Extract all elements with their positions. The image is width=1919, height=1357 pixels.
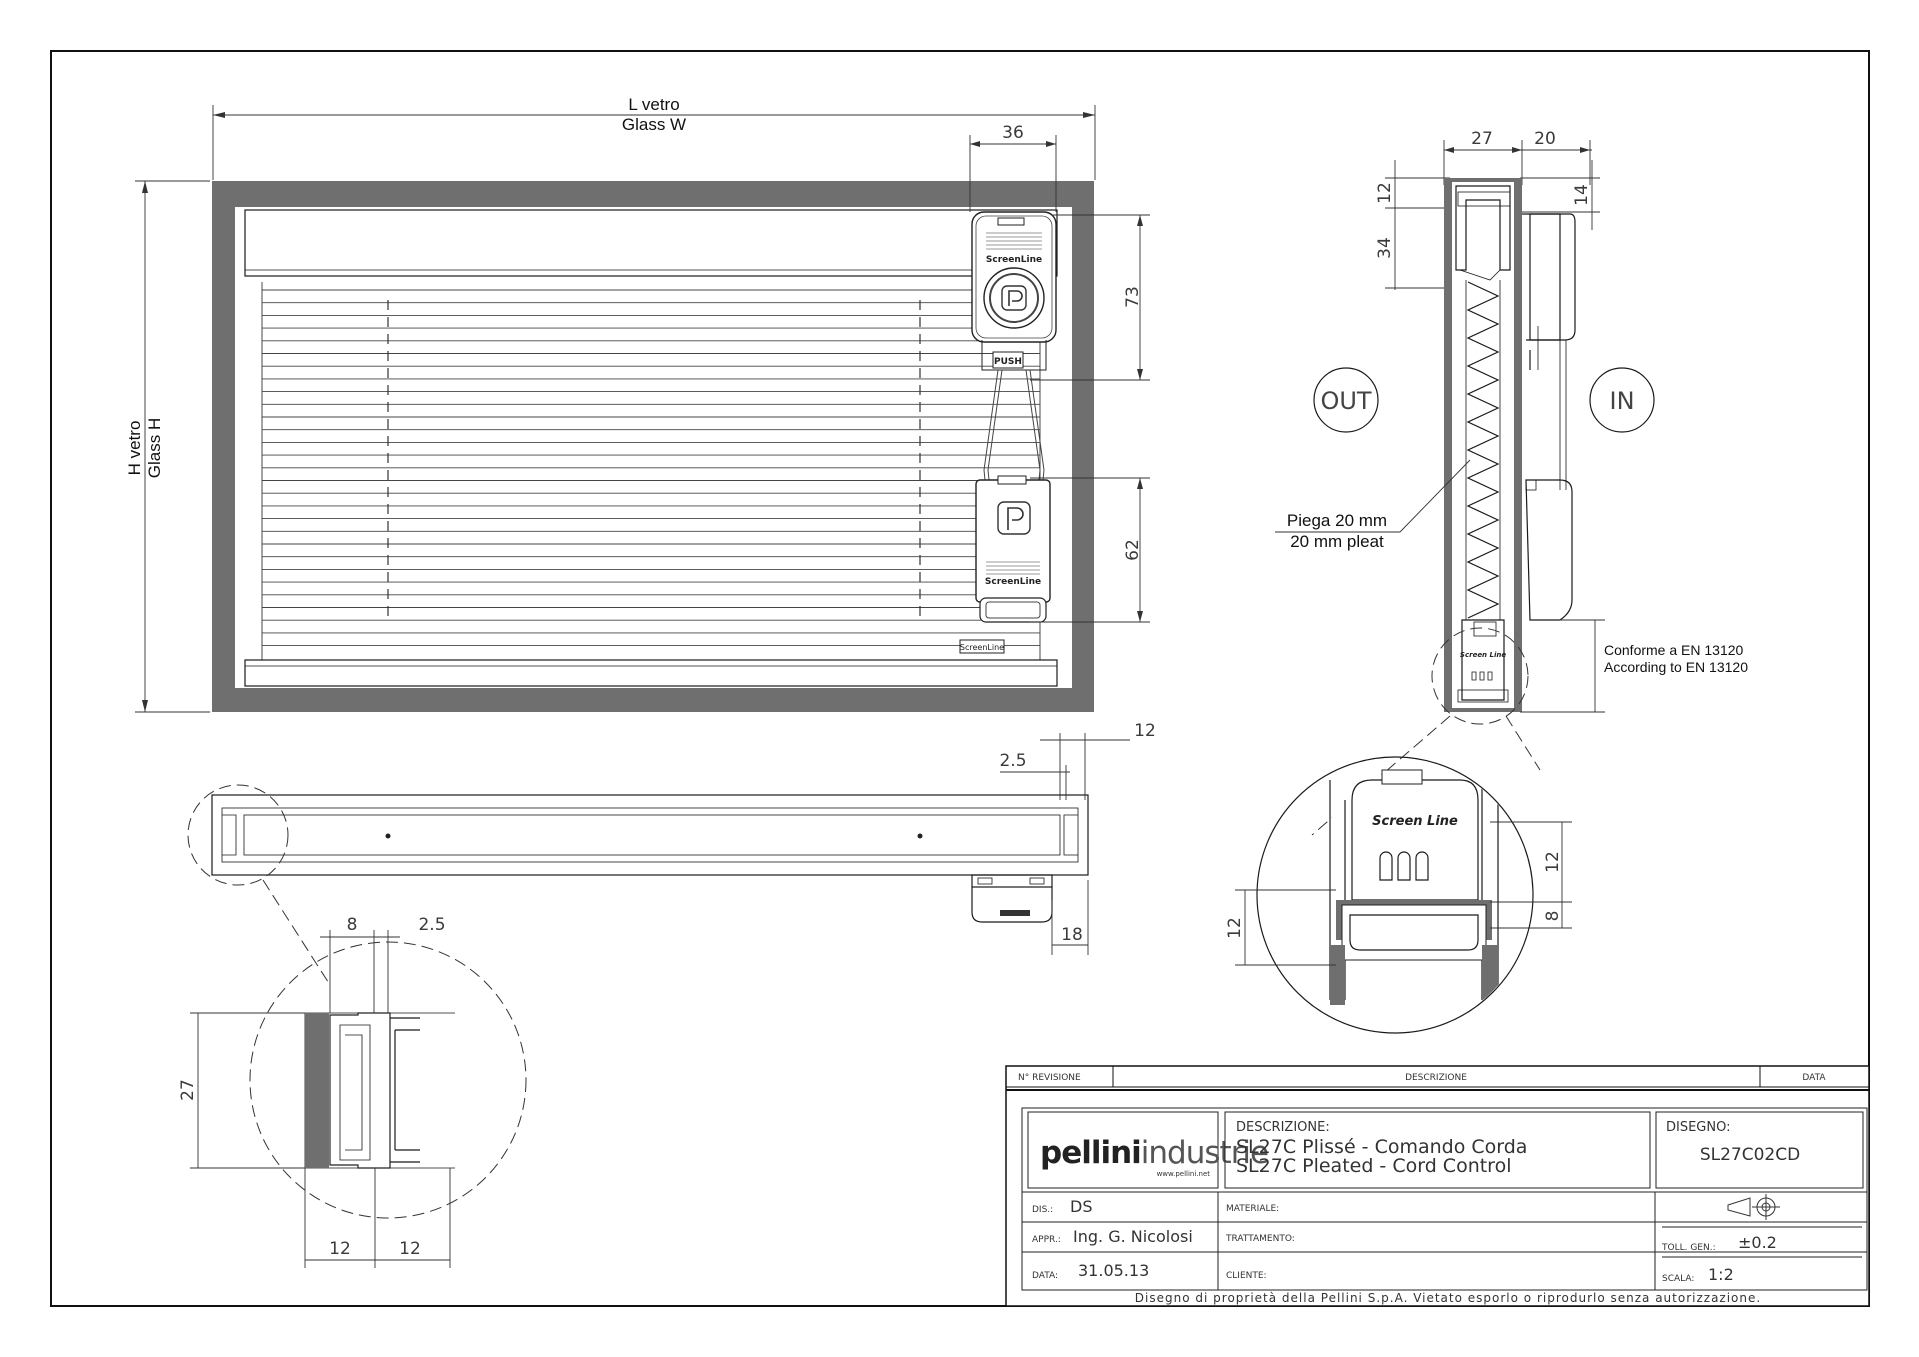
pleat-it: Piega 20 mm <box>1287 511 1387 530</box>
col-date: DATA <box>1802 1073 1826 1083</box>
conform-en: According to EN 13120 <box>1604 659 1748 675</box>
plan-dim-18: 18 <box>1061 925 1083 945</box>
svg-text:pelliniindustrie: pelliniindustrie <box>1040 1135 1268 1171</box>
width-label-it: L vetro <box>628 95 679 114</box>
dis-value: DS <box>1070 1197 1092 1216</box>
drawing-label: DISEGNO: <box>1666 1120 1731 1135</box>
toll-label: TOLL. GEN.: <box>1661 1243 1716 1253</box>
detail-dim-12a: 12 <box>1543 851 1563 873</box>
corner-dim-8: 8 <box>347 915 358 935</box>
dim-top-14: 14 <box>1572 184 1592 206</box>
scala-label: SCALA: <box>1662 1274 1694 1284</box>
detail-dim-12b: 12 <box>1225 917 1245 939</box>
out-circle <box>1313 367 1379 433</box>
brand-small-section: Screen Line <box>1460 651 1506 659</box>
dim-upper-handle: 73 <box>1123 286 1143 308</box>
out-label: OUT <box>1320 387 1371 415</box>
brand-rail: ScreenLine <box>960 643 1004 652</box>
dim-top-12: 12 <box>1375 182 1395 204</box>
dim-top-34: 34 <box>1375 237 1395 259</box>
pleats <box>262 289 1040 647</box>
section-view: 27 20 12 34 14 Screen Line <box>1275 129 1748 836</box>
trattamento-label: TRATTAMENTO: <box>1225 1234 1295 1244</box>
toll-value: ±0.2 <box>1738 1233 1777 1252</box>
brand-top: ScreenLine <box>986 255 1042 265</box>
conform-it: Conforme a EN 13120 <box>1604 642 1744 658</box>
col-revision: N° REVISIONE <box>1018 1073 1081 1083</box>
dim-depth: 27 <box>1471 129 1493 149</box>
footer-note: Disegno di proprietà della Pellini S.p.A… <box>1135 1291 1761 1305</box>
brand-bottom: ScreenLine <box>985 577 1041 587</box>
corner-dim-27: 27 <box>178 1079 198 1101</box>
plan-dim-2-5: 2.5 <box>999 751 1026 771</box>
corner-dim-2-5: 2.5 <box>418 915 445 935</box>
plan-view: 12 2.5 18 <box>187 721 1156 986</box>
drawing-code: SL27C02CD <box>1700 1145 1800 1165</box>
descr-label: DESCRIZIONE: <box>1236 1120 1330 1135</box>
dis-label: DIS.: <box>1032 1205 1053 1215</box>
in-circle <box>1589 367 1655 433</box>
corner-dim-12b: 12 <box>399 1239 421 1259</box>
pleat-en: 20 mm pleat <box>1290 532 1384 551</box>
dim-handle-width: 36 <box>1002 123 1024 143</box>
pleat-zigzag <box>1466 281 1500 619</box>
logo-light: industrie <box>1141 1135 1268 1171</box>
plan-dim-12: 12 <box>1134 721 1156 741</box>
appr-label: APPR.: <box>1032 1235 1061 1245</box>
front-view: L vetro Glass W H vetro Glass H ScreenLi… <box>125 95 1150 713</box>
lower-cord-handle: ScreenLine <box>975 475 1051 623</box>
projection-symbol <box>1727 1194 1780 1220</box>
detail-dim-8: 8 <box>1543 911 1563 922</box>
data-label: DATA: <box>1032 1271 1058 1281</box>
descr-line2: SL27C Pleated - Cord Control <box>1236 1155 1511 1177</box>
drawing-frame <box>50 50 1870 1307</box>
width-label-en: Glass W <box>622 115 686 134</box>
detail-brand: Screen Line <box>1372 814 1458 829</box>
corner-detail: 8 2.5 27 12 12 <box>178 915 527 1268</box>
corner-dim-12a: 12 <box>329 1239 351 1259</box>
appr-value: Ing. G. Nicolosi <box>1073 1227 1193 1246</box>
height-label-en: Glass H <box>145 418 164 478</box>
descr-line1: SL27C Plissé - Comando Corda <box>1236 1136 1527 1158</box>
in-label: IN <box>1609 387 1634 415</box>
title-block: N° REVISIONE DESCRIZIONE DATA pelliniind… <box>1005 1065 1870 1307</box>
logo-url: www.pellini.net <box>1157 1170 1211 1178</box>
bottom-rail <box>244 659 1058 687</box>
push-label: PUSH <box>994 357 1022 367</box>
scala-value: 1:2 <box>1708 1265 1734 1284</box>
materiale-label: MATERIALE: <box>1226 1204 1279 1214</box>
dim-handle-depth: 20 <box>1534 129 1556 149</box>
height-label-it: H vetro <box>125 421 144 476</box>
upper-cord-handle: ScreenLine PUSH <box>971 211 1057 371</box>
cliente-label: CLIENTE: <box>1226 1271 1267 1281</box>
data-value: 31.05.13 <box>1078 1261 1149 1280</box>
col-description: DESCRIZIONE <box>1405 1073 1467 1083</box>
detail-circle: Screen Line 12 8 12 <box>1225 756 1572 1034</box>
dim-lower-handle: 62 <box>1123 539 1143 561</box>
logo-bold: pellini <box>1040 1135 1141 1171</box>
